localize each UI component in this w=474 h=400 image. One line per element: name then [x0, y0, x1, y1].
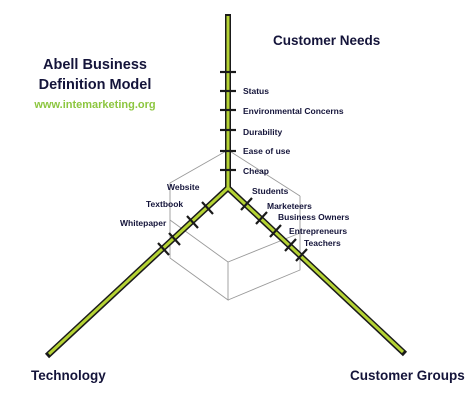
tech-label-website: Website [167, 182, 200, 192]
group-label-marketeers: Marketeers [267, 201, 312, 211]
customer-needs-title: Customer Needs [273, 33, 381, 48]
tech-label-whitepaper: Whitepaper [120, 218, 167, 228]
need-label-environmental-concerns: Environmental Concerns [243, 106, 344, 116]
technology-axis [47, 186, 230, 356]
tick-entrepreneurs [284, 238, 297, 252]
need-label-status: Status [243, 86, 269, 96]
title-line-1: Abell Business [43, 57, 147, 73]
title-line-2: Definition Model [38, 77, 152, 93]
cube-front-top [169, 196, 301, 263]
group-label-business-owners: Business Owners [278, 212, 350, 222]
customer-groups-axis [226, 186, 405, 354]
cube-back-right [227, 149, 301, 197]
tick-students [240, 197, 253, 211]
group-label-students: Students [252, 186, 289, 196]
tick-textbook [186, 215, 199, 229]
tech-label-textbook: Textbook [146, 199, 184, 209]
tick-teachers [295, 248, 308, 262]
need-label-durability: Durability [243, 127, 283, 137]
need-label-ease-of-use: Ease of use [243, 146, 291, 156]
group-label-teachers: Teachers [304, 238, 341, 248]
need-label-cheap: Cheap [243, 166, 269, 176]
tick-whitepaper [168, 232, 181, 246]
tick-website [201, 201, 214, 215]
tick-business-owners [269, 224, 282, 238]
tick-marks [157, 70, 308, 262]
title-block: Abell Business Definition Model www.inte… [20, 55, 170, 113]
axes-fill [47, 16, 405, 356]
cube-front-right [227, 233, 301, 301]
tick-tech-4 [157, 242, 170, 256]
tick-marketeers [255, 211, 268, 225]
customer-groups-title: Customer Groups [350, 368, 465, 383]
website-link[interactable]: www.intemarketing.org [34, 99, 156, 111]
technology-title: Technology [31, 368, 106, 383]
group-label-entrepreneurs: Entrepreneurs [289, 226, 348, 236]
